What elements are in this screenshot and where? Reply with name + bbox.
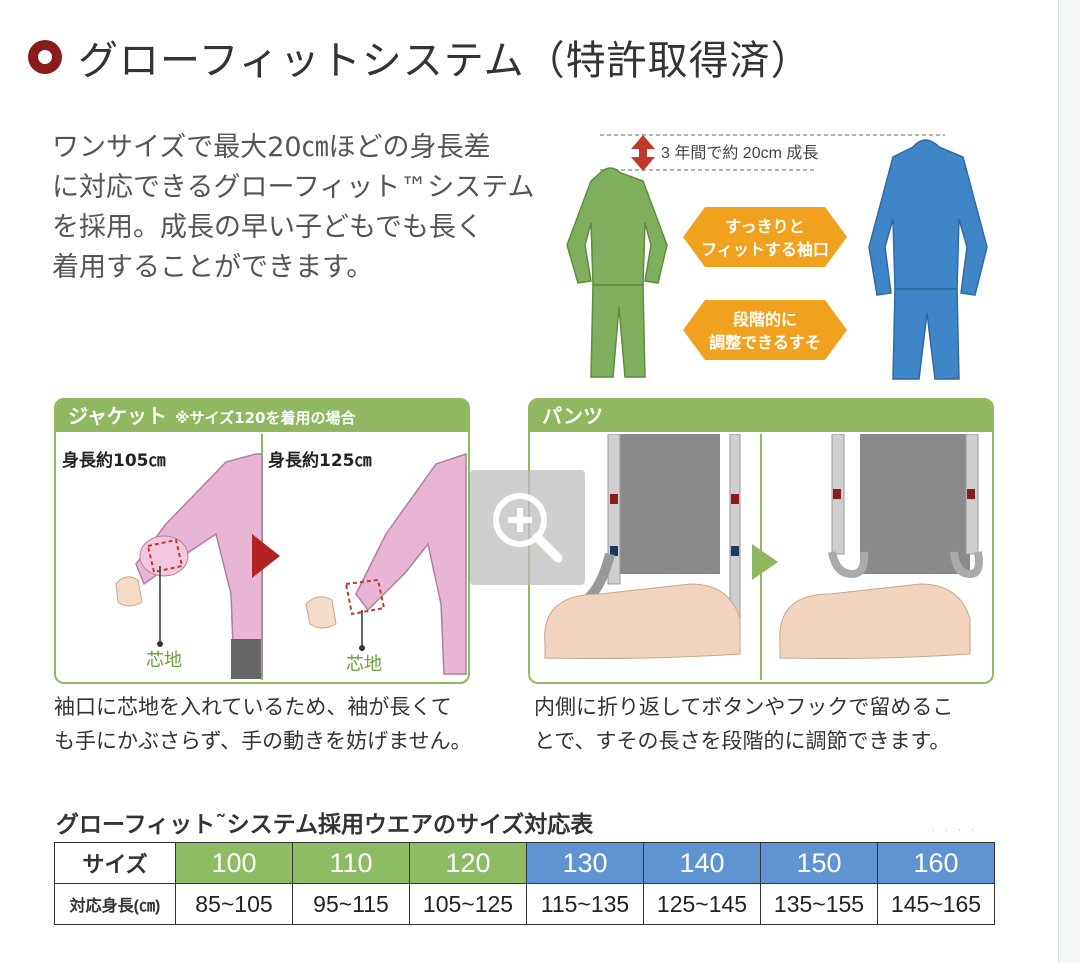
size-cell: 140 xyxy=(643,842,761,884)
section-header: グローフィットシステム（特許取得済） xyxy=(28,28,812,86)
table-row: サイズ 100 110 120 130 140 150 160 xyxy=(54,842,995,884)
size-table: サイズ 100 110 120 130 140 150 160 対応身長(㎝) … xyxy=(54,842,995,925)
svg-text:すっきりと: すっきりと xyxy=(725,217,804,236)
ring-bullet-icon xyxy=(28,40,62,74)
size-table-title: グローフィット˜システム採用ウエアのサイズ対応表 xyxy=(56,812,594,838)
svg-text:段階的に: 段階的に xyxy=(733,310,797,329)
pant-leg-long-figure xyxy=(544,434,741,659)
large-suit-figure xyxy=(868,139,988,380)
arrow-right-icon xyxy=(252,534,280,578)
range-cell: 115~135 xyxy=(526,883,644,925)
range-cell: 145~165 xyxy=(877,883,995,925)
growth-label: 3 年間で約 20cm 成長 xyxy=(661,144,818,162)
svg-text:フィットする袖口: フィットする袖口 xyxy=(701,240,829,259)
size-cell: 110 xyxy=(292,842,410,884)
table-row: 対応身長(㎝) 85~105 95~115 105~125 115~135 12… xyxy=(54,883,995,925)
interlining-label-after: 芯地 xyxy=(346,654,382,675)
cuff-fit-badge: すっきりと フィットする袖口 xyxy=(683,207,847,267)
svg-text:調整できるすそ: 調整できるすそ xyxy=(709,333,821,352)
page-title: グローフィットシステム（特許取得済） xyxy=(78,38,812,84)
size-cell: 150 xyxy=(760,842,878,884)
jacket-heading: ジャケット xyxy=(68,404,167,428)
pants-panel: パンツ xyxy=(528,398,994,684)
intro-text: ワンサイズで最大20㎝ほどの身長差 に対応できるグローフィット™システム を採用… xyxy=(52,128,552,288)
range-cell: 135~155 xyxy=(760,883,878,925)
range-cell: 125~145 xyxy=(643,883,761,925)
pants-panel-header: パンツ xyxy=(530,400,992,432)
small-suit-figure xyxy=(566,167,668,378)
pants-caption: 内側に折り返してボタンやフックで留めるこ とで、すその長さを段階的に調節できます… xyxy=(534,695,954,753)
intro-line: を採用。成長の早い子どもでも長く xyxy=(52,212,483,243)
range-cell: 85~105 xyxy=(175,883,293,925)
intro-line: ワンサイズで最大20㎝ほどの身長差 xyxy=(52,132,491,163)
range-cell: 95~115 xyxy=(292,883,410,925)
size-header-label: サイズ xyxy=(54,842,176,884)
size-cell: 160 xyxy=(877,842,995,884)
size-cell: 120 xyxy=(409,842,527,884)
sleeve-before-figure: 芯地 xyxy=(115,453,263,679)
decorative-dots: · · · · xyxy=(932,826,978,835)
zoom-in-icon xyxy=(493,493,563,563)
jacket-panel: ジャケット ※サイズ120を着用の場合 身長約105㎝ 身長約125㎝ 芯地 芯地 xyxy=(54,398,470,684)
size-cell: 130 xyxy=(526,842,644,884)
intro-line: に対応できるグローフィット™システム xyxy=(52,172,535,203)
intro-line: 着用することができます。 xyxy=(52,252,374,283)
zoom-button[interactable] xyxy=(470,470,585,585)
pants-heading: パンツ xyxy=(542,404,603,428)
range-cell: 105~125 xyxy=(409,883,527,925)
jacket-note: ※サイズ120を着用の場合 xyxy=(175,409,356,427)
sleeve-after-figure: 芯地 xyxy=(305,452,467,675)
height-before-label: 身長約105㎝ xyxy=(62,450,166,471)
height-row-label: 対応身長(㎝) xyxy=(54,883,176,925)
size-cell: 100 xyxy=(175,842,293,884)
hem-adjust-badge: 段階的に 調整できるすそ xyxy=(683,300,847,360)
pant-leg-folded-figure xyxy=(779,434,983,659)
growth-illustration: 3 年間で約 20cm 成長 すっきりと フィットする袖口 段階的に 調整できる… xyxy=(555,125,995,395)
interlining-label-before: 芯地 xyxy=(146,650,182,671)
scrollbar-track[interactable] xyxy=(1058,0,1080,963)
arrow-right-green-icon xyxy=(752,544,778,580)
jacket-panel-header: ジャケット ※サイズ120を着用の場合 xyxy=(56,400,468,432)
jacket-caption: 袖口に芯地を入れているため、袖が長くて も手にかぶさらず、手の動きを妨げません。 xyxy=(54,695,472,753)
height-after-label: 身長約125㎝ xyxy=(268,450,372,471)
growth-arrow-icon xyxy=(631,135,655,171)
